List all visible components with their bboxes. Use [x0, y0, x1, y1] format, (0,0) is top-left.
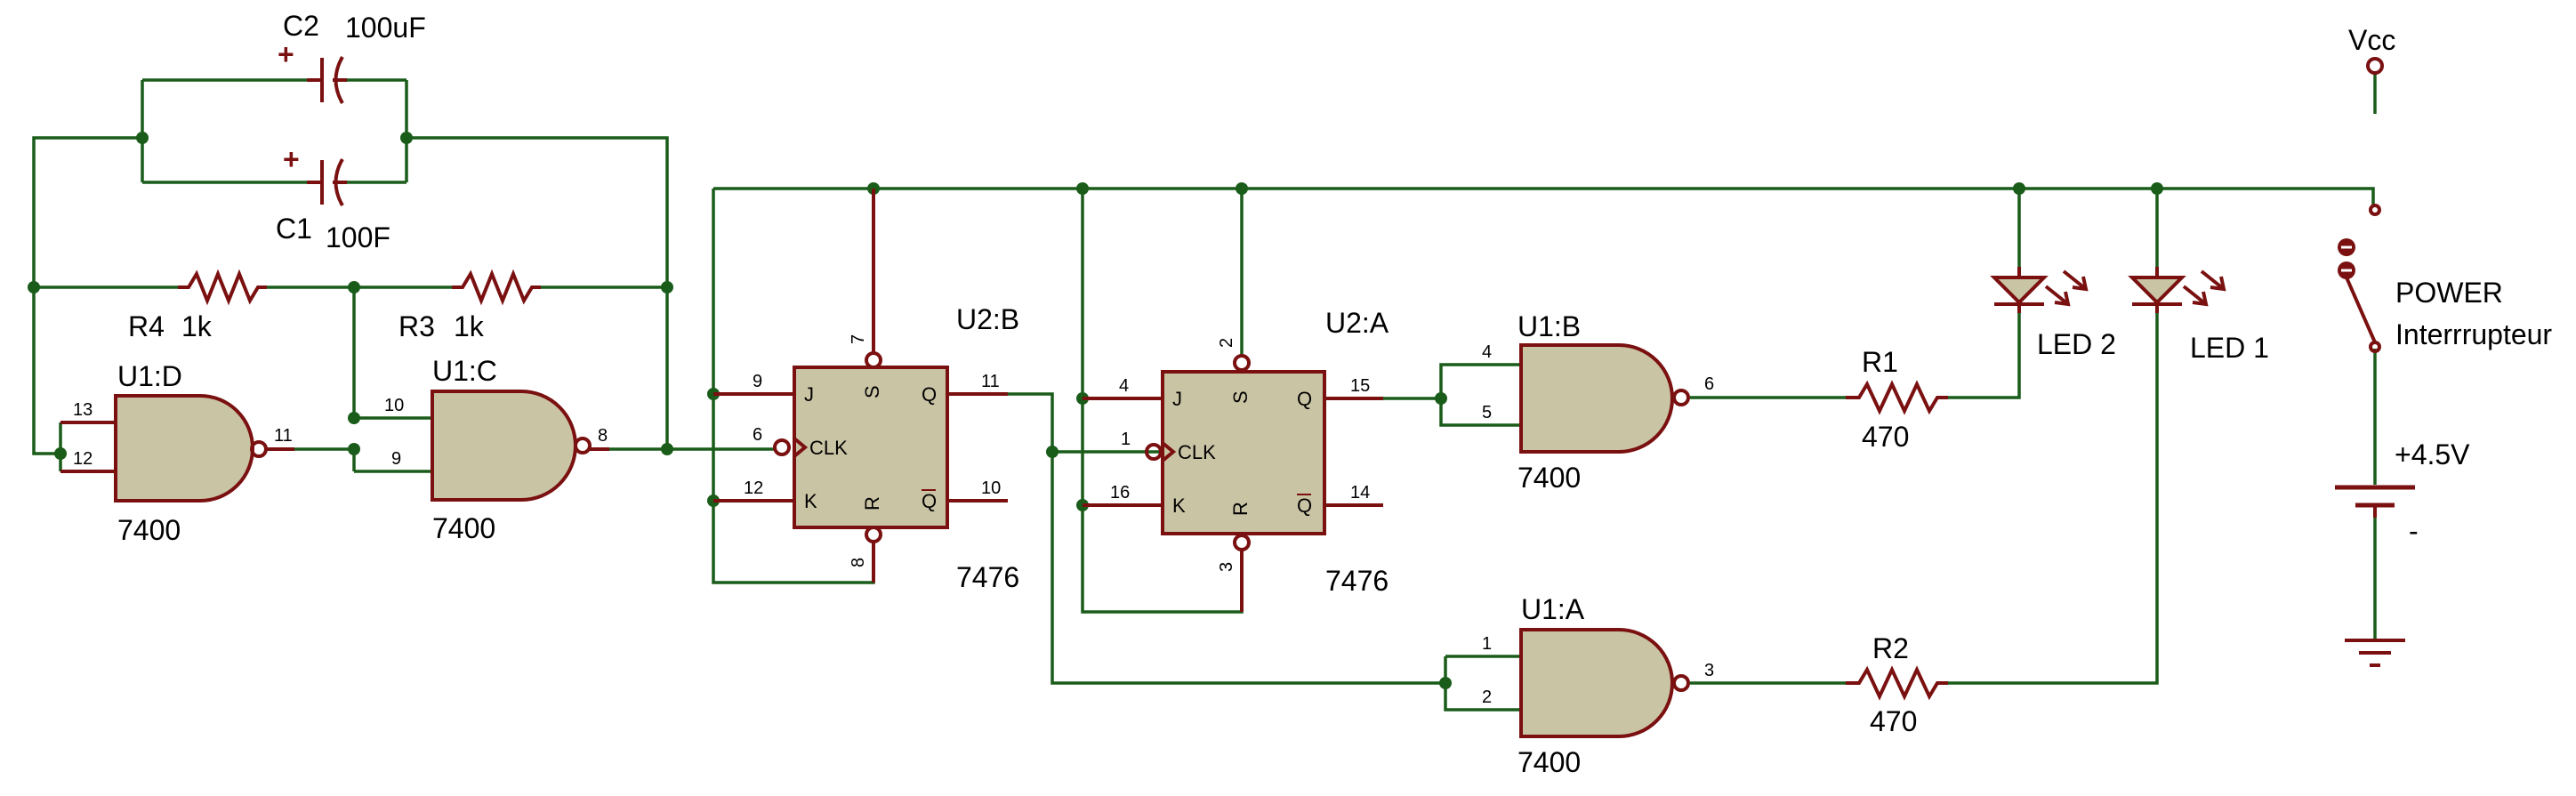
- capacitor-c1: C1 100F +: [276, 143, 390, 253]
- u2b-pin-k: 12: [744, 478, 763, 498]
- u2b-clk-label: CLK: [809, 437, 848, 459]
- ground-symbol: [2345, 639, 2405, 667]
- u2a-qbar-label: Q: [1297, 494, 1312, 517]
- u2b-q-label: Q: [922, 383, 937, 406]
- resistor-r2: R2 470: [1846, 632, 1948, 737]
- resistor-r3: R3 1k: [398, 269, 541, 342]
- c1-plus-sign: +: [283, 143, 300, 175]
- switch-desc: Interrrupteur: [2395, 318, 2552, 350]
- u2b-k-label: K: [804, 490, 817, 512]
- u1d-pin-in1: 13: [73, 400, 93, 420]
- vcc-terminal: Vcc: [2348, 24, 2395, 75]
- u1d-ref: U1:D: [117, 360, 182, 392]
- u2b-pin-qbar: 10: [981, 478, 1001, 498]
- r2-ref: R2: [1872, 632, 1909, 664]
- r1-ref: R1: [1862, 346, 1898, 378]
- u2b-part: 7476: [956, 561, 1019, 593]
- u1a-pin-in2: 2: [1482, 687, 1492, 707]
- u2a-ref: U2:A: [1325, 307, 1389, 339]
- u2b-ref: U2:B: [956, 303, 1019, 335]
- u2a-pin-s: 2: [1217, 338, 1236, 348]
- u1d-part: 7400: [117, 514, 181, 546]
- jk-flipflop-u2b: J CLK K S R Q Q 9 6 12 7 8 11 10 U2:B 74…: [713, 189, 1019, 593]
- r2-value: 470: [1870, 705, 1917, 737]
- u2a-q-label: Q: [1297, 388, 1312, 410]
- capacitor-c2: C2 100uF +: [278, 10, 426, 104]
- u1d-pin-out: 11: [274, 426, 293, 446]
- battery-plus-label: +4.5V: [2395, 438, 2470, 470]
- u1c-ref: U1:C: [432, 355, 497, 387]
- u2b-pin-clk: 6: [753, 425, 762, 445]
- u2a-r-label: R: [1229, 502, 1252, 516]
- u1b-pin-in2: 5: [1482, 403, 1492, 422]
- nand-gate-u1d: U1:D 7400 13 12 11: [60, 360, 294, 546]
- u2b-s-label: S: [861, 385, 883, 398]
- u2b-qbar-label: Q: [922, 490, 937, 512]
- led-1: LED 1: [2128, 267, 2269, 364]
- u1c-pin-in2: 9: [391, 449, 401, 469]
- u1a-pin-out: 3: [1704, 661, 1714, 680]
- u2a-pin-j: 4: [1119, 376, 1129, 396]
- vcc-label: Vcc: [2348, 24, 2395, 56]
- u2b-r-label: R: [861, 496, 883, 511]
- u2a-pin-k: 16: [1110, 483, 1130, 503]
- junction-dots: [28, 132, 2163, 689]
- u2a-pin-r: 3: [1217, 562, 1236, 572]
- led-2: LED 2: [1990, 267, 2116, 360]
- jk-flipflop-u2a: J CLK K S R Q Q 4 1 16 2 3 15 14 U2:A 74…: [1083, 307, 1389, 612]
- r1-value: 470: [1862, 421, 1909, 453]
- c1-value: 100F: [326, 221, 390, 253]
- u2b-pin-r: 8: [849, 558, 868, 567]
- u2a-k-label: K: [1172, 494, 1186, 517]
- r3-ref: R3: [398, 310, 435, 342]
- power-switch: POWER Interrrupteur: [2338, 204, 2552, 353]
- u2a-s-label: S: [1229, 390, 1252, 404]
- c2-value: 100uF: [345, 12, 426, 44]
- r4-ref: R4: [128, 310, 165, 342]
- led2-label: LED 2: [2037, 328, 2116, 360]
- u2b-pin-q: 11: [981, 372, 1000, 391]
- u1a-part: 7400: [1517, 746, 1581, 778]
- battery-minus-label: -: [2409, 515, 2419, 547]
- u2a-part: 7476: [1325, 565, 1389, 597]
- u2a-pin-clk: 1: [1121, 430, 1131, 449]
- u1c-pin-out: 8: [598, 426, 608, 446]
- u2a-j-label: J: [1172, 388, 1182, 410]
- r4-value: 1k: [181, 310, 213, 342]
- u2a-pin-q: 15: [1350, 376, 1370, 396]
- r3-value: 1k: [454, 310, 485, 342]
- u1a-ref: U1:A: [1521, 593, 1585, 625]
- nand-gate-u1a: U1:A 7400 1 2 3: [1482, 593, 1714, 778]
- u2b-pin-s: 7: [849, 334, 868, 344]
- u1d-pin-in2: 12: [73, 449, 93, 469]
- u1a-pin-in1: 1: [1482, 634, 1492, 654]
- resistor-r4: R4 1k: [128, 269, 267, 342]
- u1b-pin-out: 6: [1704, 374, 1714, 394]
- u2b-j-label: J: [804, 383, 814, 406]
- u1b-part: 7400: [1517, 462, 1581, 494]
- c2-plus-sign: +: [278, 38, 294, 70]
- resistor-r1: R1 470: [1846, 346, 1948, 453]
- switch-name: POWER: [2395, 277, 2503, 309]
- c2-ref: C2: [283, 10, 319, 42]
- u2b-pin-j: 9: [753, 372, 762, 391]
- u1c-pin-in1: 10: [384, 396, 404, 415]
- u2a-clk-label: CLK: [1178, 441, 1216, 463]
- u1c-part: 7400: [432, 512, 495, 544]
- u1b-ref: U1:B: [1517, 310, 1581, 342]
- battery: +4.5V -: [2335, 438, 2470, 547]
- c1-ref: C1: [276, 213, 312, 245]
- nand-gate-u1b: U1:B 7400 4 5 6: [1482, 310, 1714, 494]
- nand-gate-u1c: U1:C 7400 10 9 8: [384, 355, 609, 544]
- led1-label: LED 1: [2190, 332, 2269, 364]
- u2a-pin-qbar: 14: [1350, 483, 1370, 503]
- u1b-pin-in1: 4: [1482, 342, 1492, 362]
